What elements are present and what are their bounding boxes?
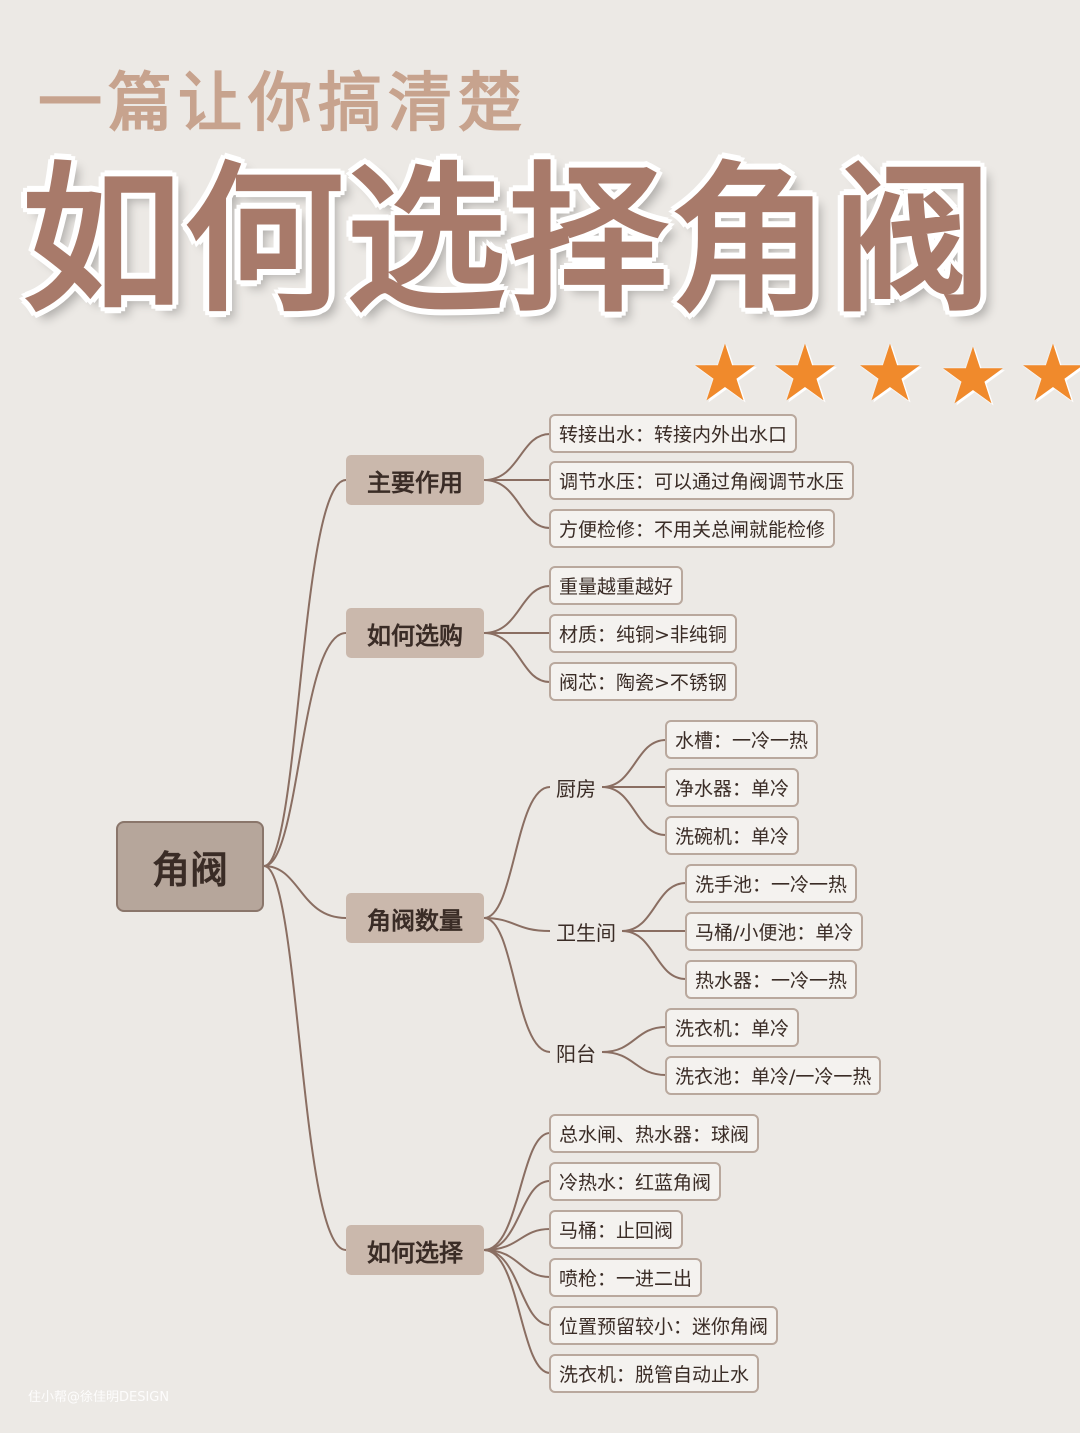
leaf-item: 重量越重越好 xyxy=(549,566,684,605)
leaf-item: 转接出水：转接内外出水口 xyxy=(549,414,798,453)
star-icon: ★ xyxy=(770,329,840,419)
category-valve-count: 角阀数量 xyxy=(346,893,484,943)
group-bathroom: 卫生间 xyxy=(556,920,616,945)
leaf-item: 马桶/小便池：单冷 xyxy=(685,912,864,951)
leaf-item: 水槽：一冷一热 xyxy=(665,720,819,759)
watermark: 住小帮@徐佳明DESIGN xyxy=(28,1390,170,1405)
page-title: 如何选择角阀 xyxy=(22,146,995,334)
star-icon: ★ xyxy=(855,329,925,419)
leaf-item: 热水器：一冷一热 xyxy=(685,960,858,999)
star-icon: ★ xyxy=(1018,329,1080,419)
leaf-item: 洗衣池：单冷/一冷一热 xyxy=(665,1056,882,1095)
category-how-to-buy: 如何选购 xyxy=(346,608,484,658)
leaf-item: 洗衣机：单冷 xyxy=(665,1008,800,1047)
leaf-item: 总水闸、热水器：球阀 xyxy=(549,1114,760,1153)
category-how-to-choose: 如何选择 xyxy=(346,1225,484,1275)
leaf-item: 材质：纯铜>非纯铜 xyxy=(549,614,737,653)
leaf-item: 阀芯：陶瓷>不锈钢 xyxy=(549,662,737,701)
leaf-item: 位置预留较小：迷你角阀 xyxy=(549,1306,779,1345)
leaf-item: 调节水压：可以通过角阀调节水压 xyxy=(549,461,855,500)
group-balcony: 阳台 xyxy=(556,1041,596,1066)
leaf-item: 洗碗机：单冷 xyxy=(665,816,800,855)
leaf-item: 净水器：单冷 xyxy=(665,768,800,807)
subtitle: 一篇让你搞清楚 xyxy=(38,66,528,141)
category-main-function: 主要作用 xyxy=(346,455,484,505)
root-node: 角阀 xyxy=(116,821,264,912)
group-kitchen: 厨房 xyxy=(556,776,596,801)
leaf-item: 喷枪：一进二出 xyxy=(549,1258,703,1297)
leaf-item: 洗衣机：脱管自动止水 xyxy=(549,1354,760,1393)
leaf-item: 马桶：止回阀 xyxy=(549,1210,684,1249)
leaf-item: 洗手池：一冷一热 xyxy=(685,864,858,903)
leaf-item: 方便检修：不用关总闸就能检修 xyxy=(549,509,836,548)
star-icon: ★ xyxy=(938,332,1008,422)
star-icon: ★ xyxy=(690,329,760,419)
leaf-item: 冷热水：红蓝角阀 xyxy=(549,1162,722,1201)
